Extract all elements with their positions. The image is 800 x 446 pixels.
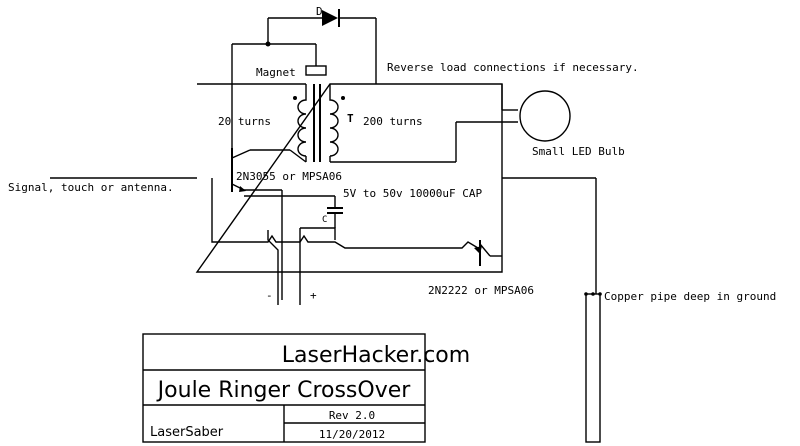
- capacitor: [244, 190, 343, 300]
- primary-coil: [293, 84, 307, 162]
- led-bulb: [519, 90, 571, 142]
- diode-label: D: [316, 5, 323, 18]
- circuit-frame: [195, 83, 503, 273]
- secondary-turns-label: 200 turns: [363, 115, 423, 128]
- base-wire: [211, 178, 479, 249]
- transistor-q2: [474, 240, 502, 266]
- q2-label: 2N2222 or MPSA06: [428, 284, 534, 297]
- title-block: [142, 333, 426, 443]
- cap-ref: C: [322, 215, 327, 225]
- magnet: [305, 65, 327, 76]
- site-name: LaserHacker.com: [282, 343, 470, 368]
- pipe-node-1: [584, 292, 588, 296]
- transformer-label: T: [347, 112, 354, 125]
- secondary-coil: [329, 84, 345, 162]
- cap-to-pos: [300, 227, 336, 240]
- copper-pipe: [585, 293, 601, 443]
- bulb-label: Small LED Bulb: [532, 145, 625, 158]
- pipe-node-2: [591, 292, 595, 296]
- diode-d: [265, 9, 377, 84]
- revision: Rev 2.0: [329, 409, 375, 422]
- cap-label: 5V to 50v 10000uF CAP: [343, 187, 482, 200]
- ground-label: Copper pipe deep in ground: [604, 290, 776, 303]
- magnet-label: Magnet: [256, 66, 296, 79]
- plus-label: +: [310, 289, 317, 302]
- primary-turns-label: 20 turns: [218, 115, 271, 128]
- q1-label: 2N3055 or MPSA06: [236, 170, 342, 183]
- author: LaserSaber: [150, 425, 224, 440]
- diagram-title: Joule Ringer CrossOver: [156, 378, 412, 403]
- minus-label: -: [266, 289, 273, 302]
- neg-lead: [267, 230, 279, 305]
- signal-label: Signal, touch or antenna.: [8, 181, 174, 194]
- reverse-note: Reverse load connections if necessary.: [387, 61, 639, 74]
- transistor-q1: [231, 84, 307, 192]
- date: 11/20/2012: [319, 428, 385, 441]
- pipe-node-3: [598, 292, 602, 296]
